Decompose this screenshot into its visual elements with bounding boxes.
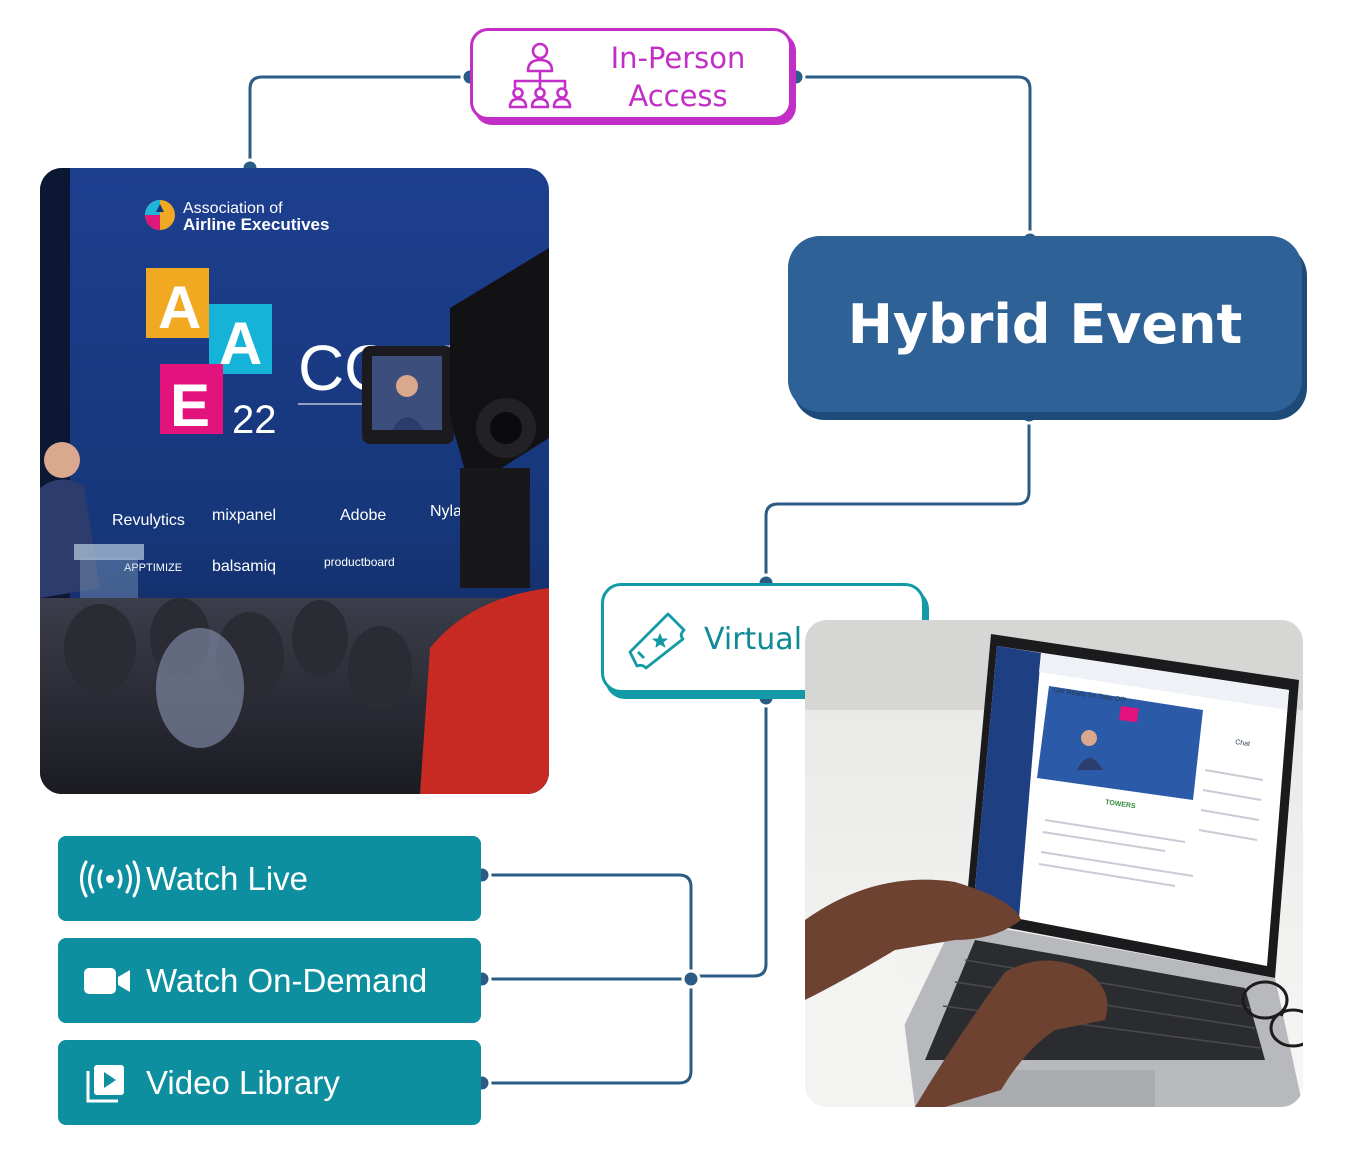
ticket-icon [628, 612, 686, 670]
connector-hybrid-to-virtual [764, 415, 1031, 583]
org-name-line2: Airline Executives [183, 215, 329, 234]
laptop-chat-tab: Chat [1235, 739, 1251, 748]
laptop-booth-label: TOWERS [1105, 799, 1137, 810]
sponsor-apptimize: APPTIMIZE [124, 562, 182, 574]
tile-letter-e: E [170, 372, 210, 439]
laptop-virtual-event-photo: Get Ready for Take Off! TOWERS Chat [805, 620, 1303, 1107]
aae-logo [145, 200, 175, 230]
sponsor-revulytics: Revulytics [112, 512, 185, 529]
sponsor-balsamiq: balsamiq [212, 558, 276, 575]
broadcast-icon [80, 860, 140, 897]
in-person-access-node: In-Person Access [470, 28, 792, 120]
video-camera-icon [84, 967, 130, 994]
connector-inperson-to-hybrid [796, 75, 1032, 240]
org-name-line1: Association of [183, 200, 283, 217]
connector-virtual-to-options [690, 698, 768, 978]
tile-letter-a2: A [219, 310, 262, 377]
sponsor-adobe: Adobe [340, 507, 386, 524]
video-library-label: Video Library [146, 1063, 340, 1101]
sponsor-mixpanel: mixpanel [212, 507, 276, 524]
in-person-access-label: In-Person Access [610, 41, 746, 113]
watch-live-label: Watch Live [146, 859, 309, 897]
event-year: 22 [232, 398, 277, 442]
watch-live-button[interactable]: Watch Live [58, 836, 481, 921]
watch-on-demand-label: Watch On-Demand [146, 961, 428, 999]
video-library-icon [86, 1064, 124, 1102]
group-icon [508, 42, 572, 109]
hybrid-event-label: Hybrid Event [847, 292, 1243, 356]
watch-on-demand-button[interactable]: Watch On-Demand [58, 938, 481, 1023]
connector-dot [681, 969, 701, 989]
video-library-button[interactable]: Video Library [58, 1040, 481, 1125]
hybrid-event-node: Hybrid Event [788, 236, 1302, 412]
conference-stage-photo: Association of Airline Executives A A E … [40, 168, 549, 794]
sponsor-productboard: productboard [324, 555, 395, 569]
tile-letter-a1: A [158, 274, 201, 341]
connector-inperson-to-stage [248, 75, 470, 168]
